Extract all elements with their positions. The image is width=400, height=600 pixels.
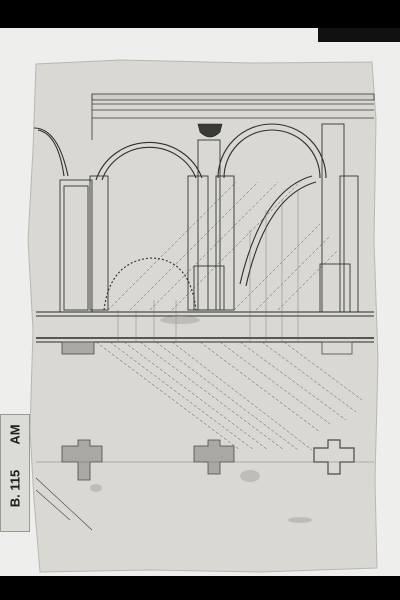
- entablature: [91, 93, 375, 140]
- shelfmark-number: B. 115: [7, 469, 23, 508]
- archive-shelfmark-label: AM B. 115: [0, 414, 30, 532]
- shelfmark-prefix: AM: [7, 424, 23, 445]
- corinthian-capital: [197, 123, 223, 138]
- photo-top-border: [0, 0, 400, 28]
- lower-left-construction: [35, 477, 93, 531]
- photo-bottom-border: [0, 576, 400, 600]
- perspective-construction-lines: [95, 181, 363, 451]
- paper-stains: [90, 316, 312, 523]
- photo-corner-shadow: [318, 28, 400, 42]
- projection-lines: [36, 190, 374, 463]
- arches: [33, 123, 327, 311]
